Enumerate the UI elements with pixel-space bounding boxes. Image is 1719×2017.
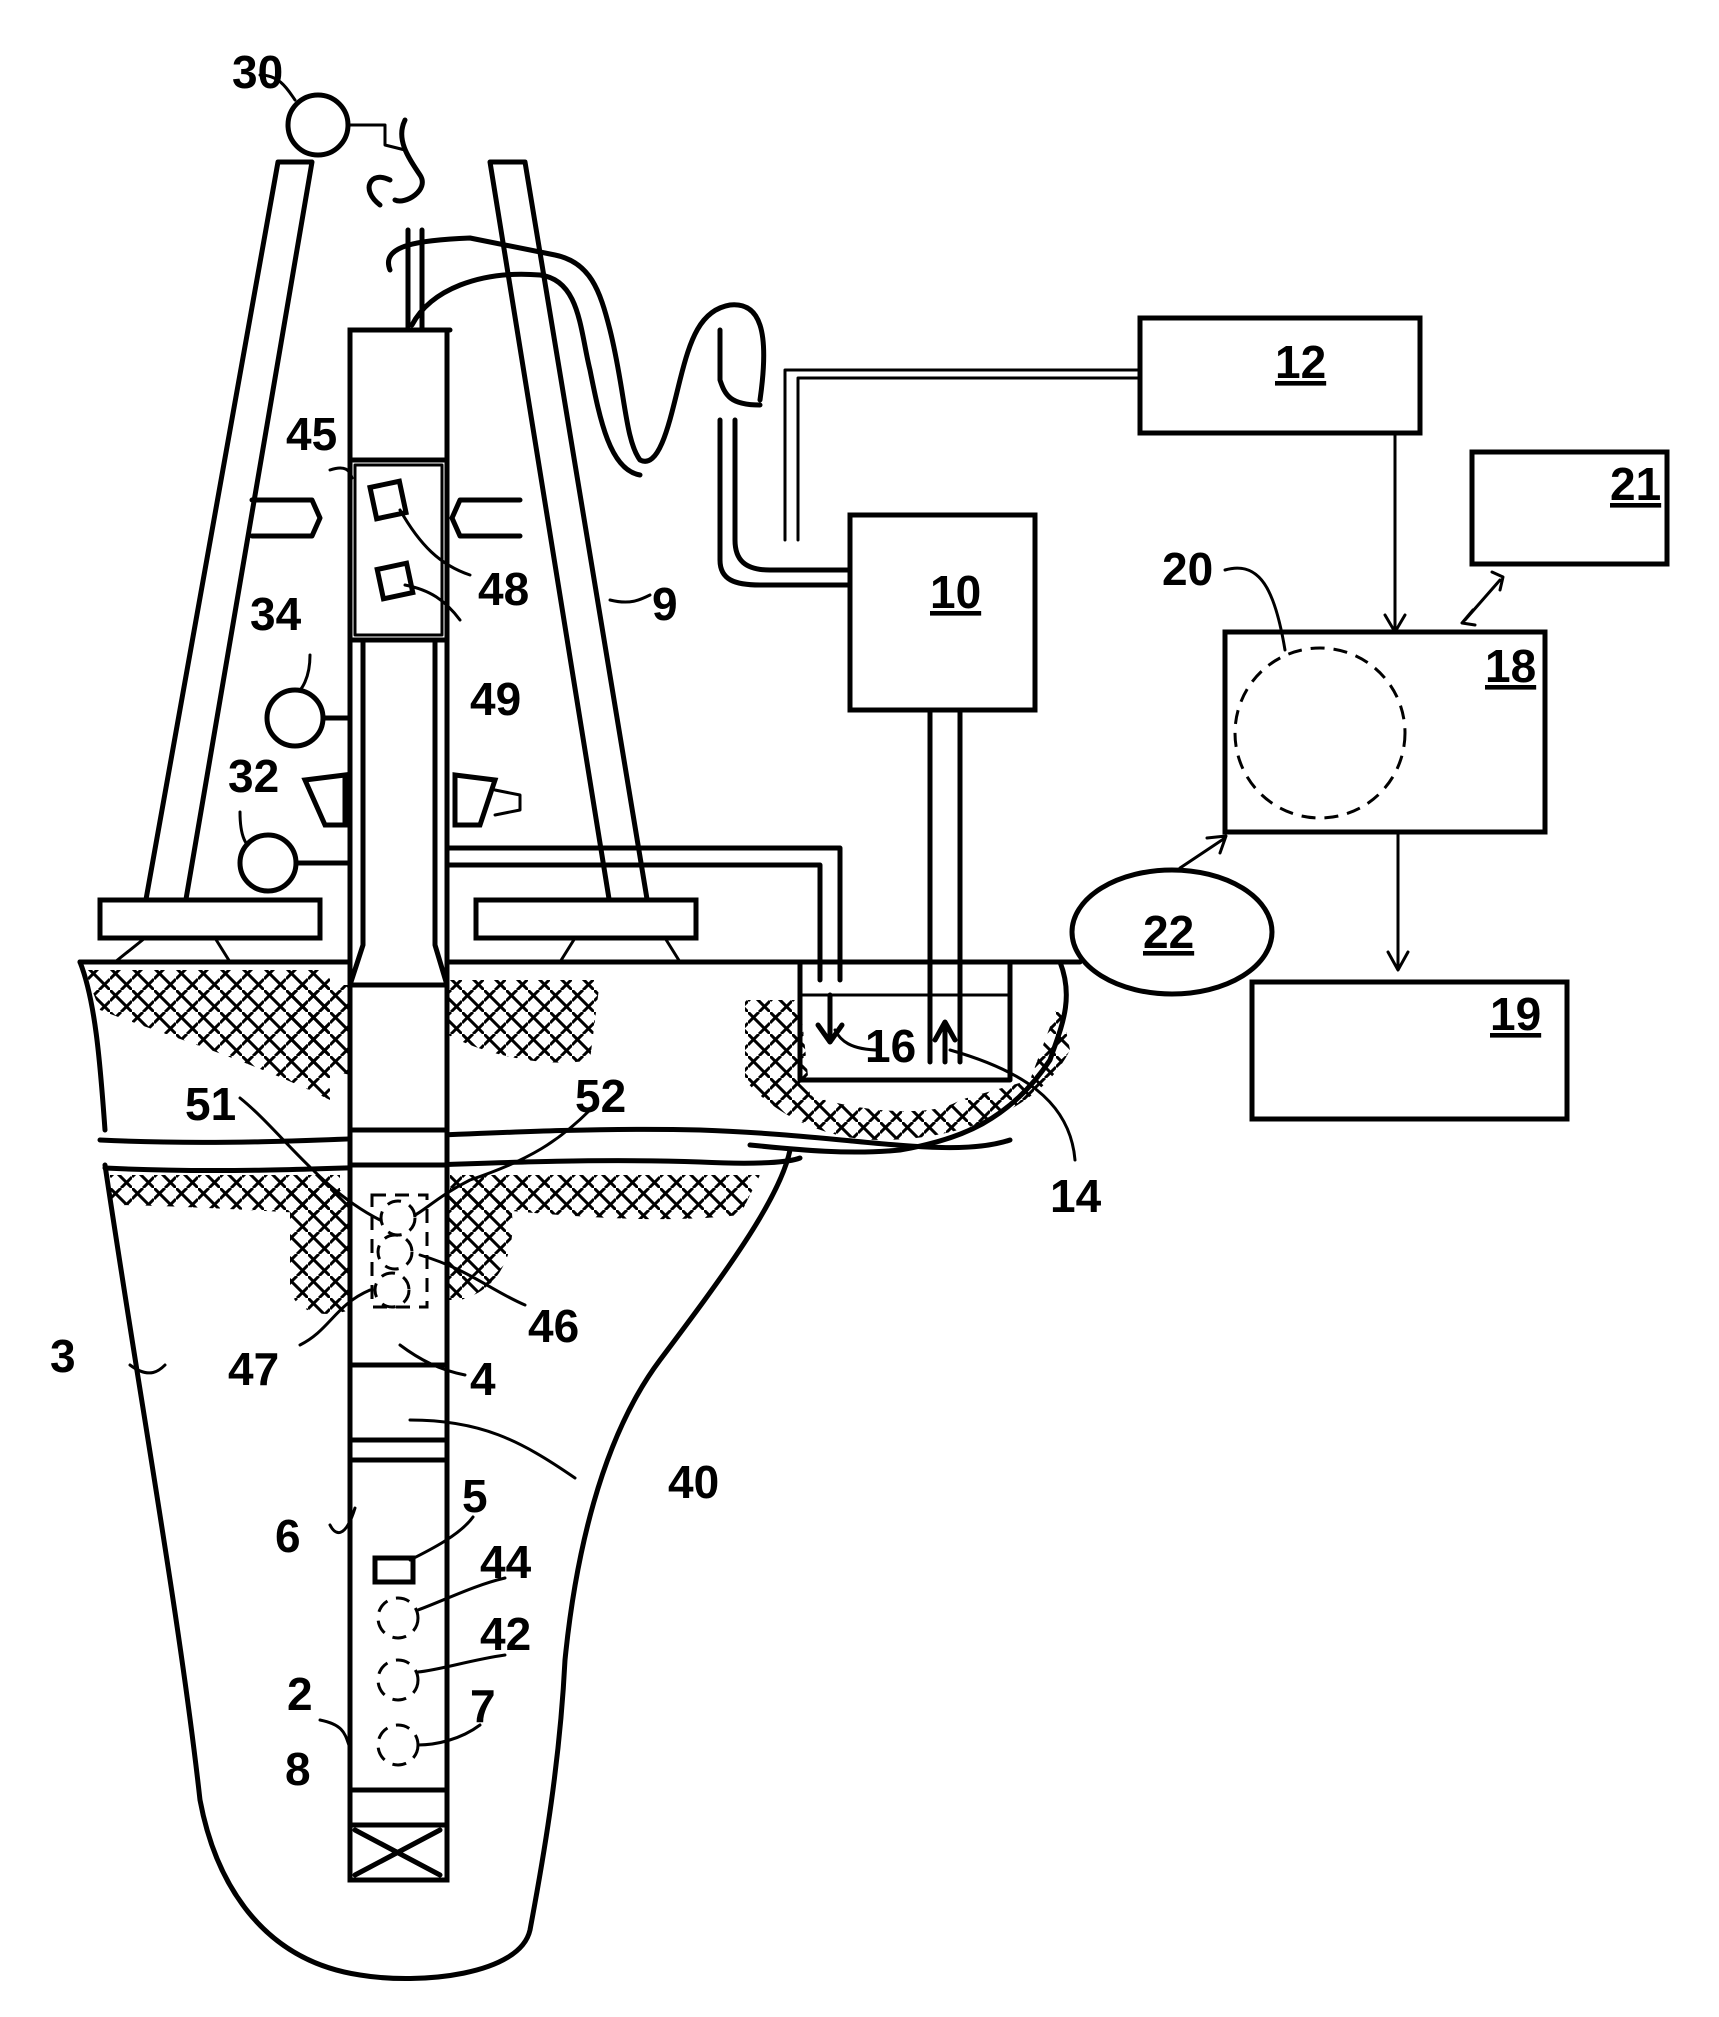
- label-32: 32: [228, 750, 279, 802]
- label-14: 14: [1050, 1170, 1102, 1222]
- label-42: 42: [480, 1608, 531, 1660]
- label-12: 12: [1275, 336, 1326, 388]
- label-44: 44: [480, 1536, 532, 1588]
- label-49: 49: [470, 673, 521, 725]
- line-18-to-19: [1388, 832, 1408, 970]
- label-18: 18: [1485, 640, 1536, 692]
- sensor-34: [267, 690, 350, 746]
- suction-line: [930, 710, 960, 1062]
- label-21: 21: [1610, 458, 1661, 510]
- label-47: 47: [228, 1343, 279, 1395]
- label-7: 7: [470, 1680, 496, 1732]
- label-10: 10: [930, 566, 981, 618]
- label-46: 46: [528, 1300, 579, 1352]
- label-4: 4: [470, 1353, 496, 1405]
- label-48: 48: [478, 563, 529, 615]
- label-30: 30: [232, 46, 283, 98]
- label-51: 51: [185, 1078, 236, 1130]
- label-19: 19: [1490, 988, 1541, 1040]
- label-2: 2: [287, 1668, 313, 1720]
- label-40: 40: [668, 1456, 719, 1508]
- label-9: 9: [652, 578, 678, 630]
- label-22: 22: [1143, 906, 1194, 958]
- label-52: 52: [575, 1070, 626, 1122]
- label-45: 45: [286, 408, 337, 460]
- label-34: 34: [250, 588, 302, 640]
- label-8: 8: [285, 1743, 311, 1795]
- sensor-sub-45: [350, 460, 447, 640]
- sensor-32: [240, 835, 350, 891]
- line-12-to-18: [1385, 433, 1405, 632]
- label-3: 3: [50, 1330, 76, 1382]
- label-5: 5: [462, 1470, 488, 1522]
- label-6: 6: [275, 1510, 301, 1562]
- arrow-22-to-18: [1180, 836, 1226, 868]
- link-21-18: [1462, 572, 1503, 625]
- label-20: 20: [1162, 543, 1213, 595]
- label-16: 16: [865, 1020, 916, 1072]
